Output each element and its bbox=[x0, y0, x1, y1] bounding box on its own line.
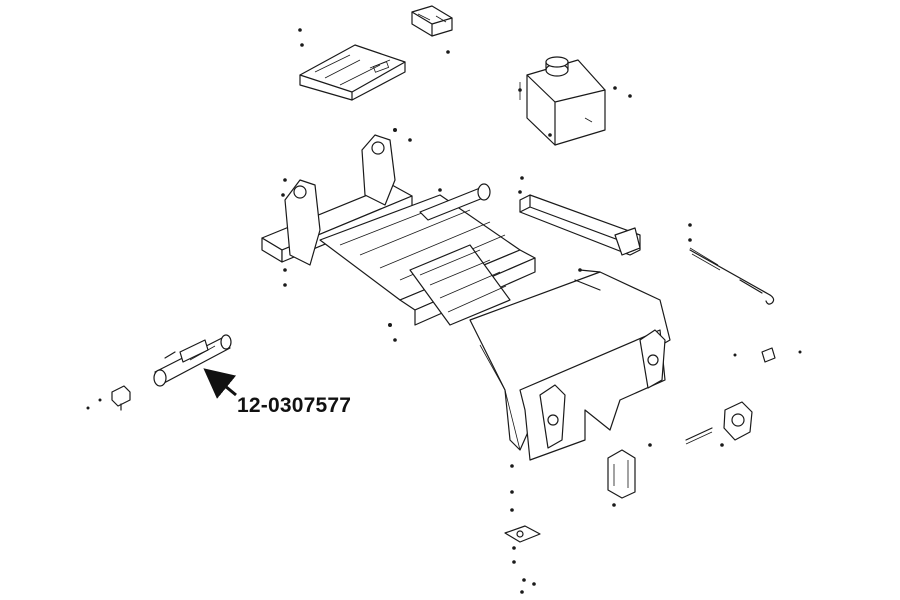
side-plate-part bbox=[607, 449, 636, 499]
hardware-bolts bbox=[281, 28, 724, 594]
fitting-part bbox=[733, 347, 802, 363]
hitch-bracket-part bbox=[685, 401, 753, 445]
part-number-label: 12-0307577 bbox=[237, 394, 352, 417]
hydraulic-tank-part bbox=[519, 56, 606, 146]
lift-cylinder-part bbox=[153, 334, 232, 387]
fastener-set-left bbox=[86, 385, 131, 411]
main-frame-part bbox=[261, 134, 671, 461]
callout-arrow bbox=[203, 368, 237, 399]
cross-tube-part bbox=[519, 194, 641, 256]
spring-rod-part bbox=[689, 247, 775, 305]
latch-bracket-part bbox=[504, 525, 541, 543]
control-box-part bbox=[411, 5, 453, 37]
mounting-plate-part bbox=[299, 44, 406, 101]
